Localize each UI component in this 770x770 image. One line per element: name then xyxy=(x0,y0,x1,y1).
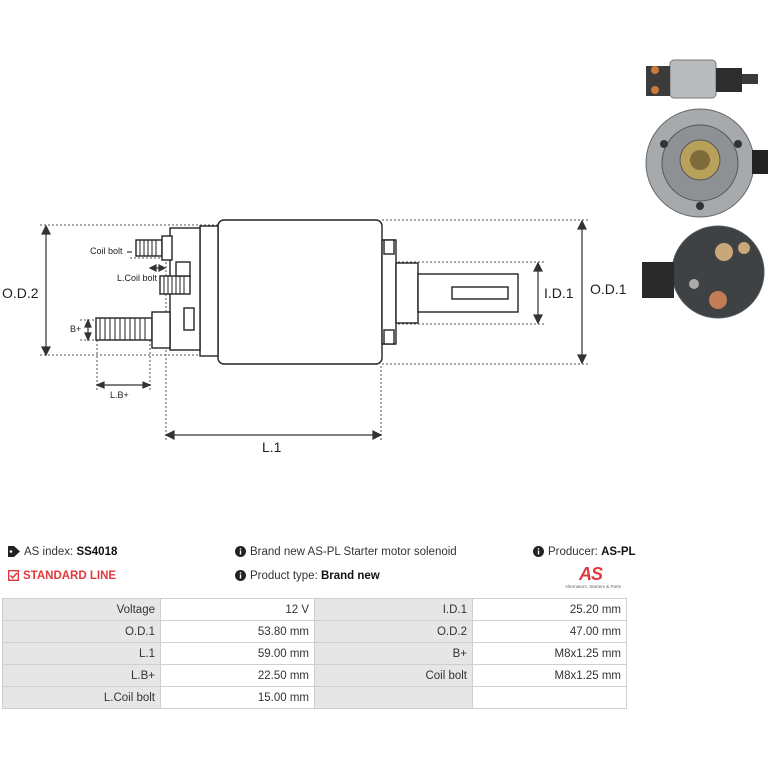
spec-label: I.D.1 xyxy=(314,598,473,621)
product-photo-terminal-view xyxy=(642,225,765,319)
logo-tagline: Alternators, Starters & Parts xyxy=(565,584,622,589)
producer: Producer: AS-PL xyxy=(533,546,636,558)
standard-line-label: STANDARD LINE xyxy=(23,570,117,582)
product-photo-front-view xyxy=(645,108,768,218)
spec-value: 47.00 mm xyxy=(472,620,627,643)
label-l-coil-bolt: L.Coil bolt xyxy=(117,273,158,283)
spec-label: B+ xyxy=(314,642,473,665)
label-od2: O.D.2 xyxy=(2,285,39,301)
spec-label: L.Coil bolt xyxy=(2,686,161,709)
producer-value: AS-PL xyxy=(601,546,636,558)
spec-value: M8x1.25 mm xyxy=(472,642,627,665)
spec-value: 25.20 mm xyxy=(472,598,627,621)
info-icon xyxy=(235,546,246,557)
spec-label xyxy=(314,686,473,709)
spec-label: O.D.2 xyxy=(314,620,473,643)
label-l1: L.1 xyxy=(262,439,282,455)
label-coil-bolt: Coil bolt xyxy=(90,246,123,256)
spec-value: M8x1.25 mm xyxy=(472,664,627,687)
tag-icon xyxy=(8,546,20,557)
description-text: Brand new AS-PL Starter motor solenoid xyxy=(250,546,457,558)
table-row: Voltage 12 V I.D.1 25.20 mm xyxy=(2,598,627,621)
spec-label: L.1 xyxy=(2,642,161,665)
description: Brand new AS-PL Starter motor solenoid xyxy=(235,546,457,558)
label-id1: I.D.1 xyxy=(544,285,574,301)
as-index-value: SS4018 xyxy=(76,546,118,558)
table-row: L.B+ 22.50 mm Coil bolt M8x1.25 mm xyxy=(2,664,627,687)
logo-mark: AS xyxy=(579,564,603,584)
product-photo-side-view xyxy=(646,59,758,99)
table-row: L.1 59.00 mm B+ M8x1.25 mm xyxy=(2,642,627,665)
spec-value: 15.00 mm xyxy=(160,686,315,709)
info-icon xyxy=(235,570,246,581)
as-index: AS index: SS4018 xyxy=(8,546,117,558)
producer-label: Producer: xyxy=(548,546,598,558)
spec-value: 22.50 mm xyxy=(160,664,315,687)
spec-value: 53.80 mm xyxy=(160,620,315,643)
as-pl-logo: AS Alternators, Starters & Parts xyxy=(565,564,629,592)
info-icon xyxy=(533,546,544,557)
spec-label: Voltage xyxy=(2,598,161,621)
label-b-plus: B+ xyxy=(70,324,81,334)
product-type: Product type: Brand new xyxy=(235,570,380,582)
product-type-value: Brand new xyxy=(320,570,380,582)
spec-label: O.D.1 xyxy=(2,620,161,643)
as-index-label: AS index: xyxy=(24,546,74,558)
table-row: L.Coil bolt 15.00 mm xyxy=(2,686,627,709)
spec-label: Coil bolt xyxy=(314,664,473,687)
checkbox-icon xyxy=(8,570,19,581)
spec-label: L.B+ xyxy=(2,664,161,687)
label-l-b-plus: L.B+ xyxy=(110,390,129,400)
spec-value: 59.00 mm xyxy=(160,642,315,665)
spec-value: 12 V xyxy=(160,598,315,621)
label-od1: O.D.1 xyxy=(590,281,627,297)
solenoid-technical-drawing: O.D.2 O.D.1 I.D.1 L.1 Coil bolt L.Coil b… xyxy=(2,59,768,455)
product-type-label: Product type: xyxy=(250,570,318,582)
spec-value xyxy=(472,686,627,709)
standard-line: STANDARD LINE xyxy=(8,570,116,582)
table-row: O.D.1 53.80 mm O.D.2 47.00 mm xyxy=(2,620,627,643)
specs-table: Voltage 12 V I.D.1 25.20 mm O.D.1 53.80 … xyxy=(2,598,627,709)
